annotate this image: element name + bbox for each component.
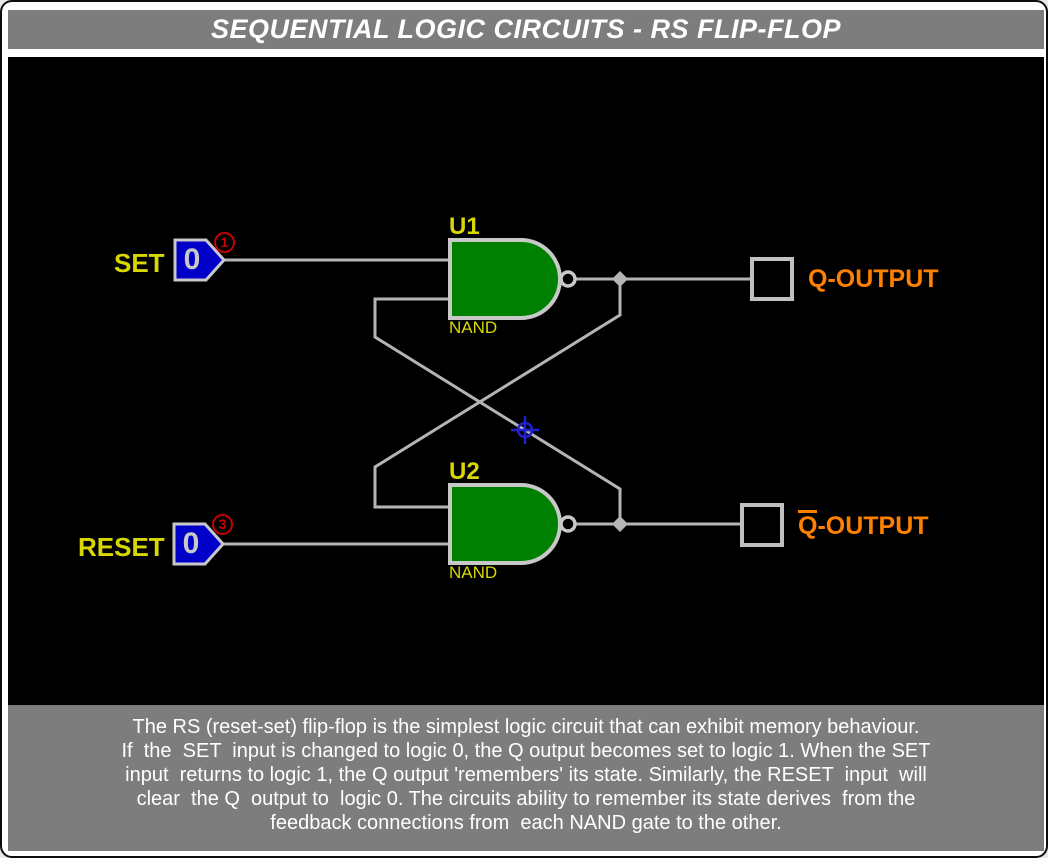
description-line: The RS (reset-set) flip-flop is the simp… <box>132 716 920 738</box>
reset-label: RESET <box>78 532 165 562</box>
description-line: feedback connections from each NAND gate… <box>270 812 782 834</box>
gate-u1-ref-label: U1 <box>449 213 480 240</box>
set-input-switch[interactable] <box>173 238 227 282</box>
qbar-output-box[interactable] <box>740 503 784 547</box>
set-pin-badge: 1 <box>214 232 235 253</box>
gate-u1-bubble-icon <box>559 270 577 288</box>
gate-u2[interactable] <box>448 483 562 565</box>
page-title: SEQUENTIAL LOGIC CIRCUITS - RS FLIP-FLOP <box>210 14 841 44</box>
q-output-label: Q-OUTPUT <box>808 265 939 293</box>
gate-u1[interactable] <box>448 238 562 320</box>
set-value[interactable]: 0 <box>183 243 201 276</box>
description-panel: The RS (reset-set) flip-flop is the simp… <box>8 705 1044 851</box>
junction-dot-q <box>612 271 628 287</box>
gate-u2-bubble-icon <box>559 515 577 533</box>
reset-pin-badge: 3 <box>212 514 233 535</box>
crosshair-icon <box>511 416 539 444</box>
description-line: input returns to logic 1, the Q output '… <box>125 764 927 786</box>
q-output-box[interactable] <box>750 257 794 301</box>
feedback-wire-u1-to-u2 <box>373 279 622 509</box>
qbar-output-label: Q-OUTPUT <box>798 510 929 540</box>
title-bar: SEQUENTIAL LOGIC CIRCUITS - RS FLIP-FLOP <box>8 10 1044 49</box>
gate-u2-type-label: NAND <box>449 563 498 582</box>
gate-u1-type-label: NAND <box>449 318 498 337</box>
junction-dot-qbar <box>612 516 628 532</box>
reset-input-switch[interactable] <box>172 522 226 566</box>
reset-value[interactable]: 0 <box>182 527 200 560</box>
feedback-wire-u2-to-u1 <box>373 297 622 524</box>
gate-u2-ref-label: U2 <box>449 458 480 485</box>
set-label: SET <box>114 248 165 278</box>
description-line: clear the Q output to logic 0. The circu… <box>136 788 916 810</box>
description-line: If the SET input is changed to logic 0, … <box>121 740 931 762</box>
circuit-canvas[interactable] <box>8 57 1044 705</box>
